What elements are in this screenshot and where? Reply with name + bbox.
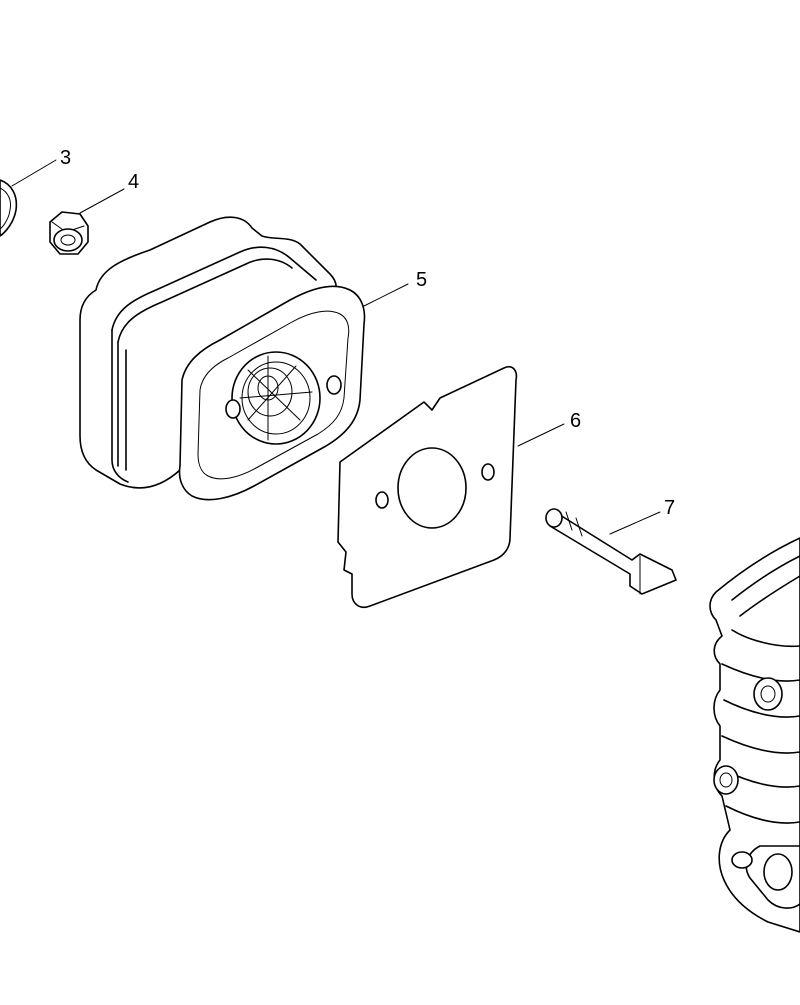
callout-5: 5 [416, 269, 428, 291]
part-3-screen [0, 159, 57, 237]
callout-6: 6 [570, 410, 582, 432]
callout-3: 3 [60, 147, 72, 169]
callout-4: 4 [128, 171, 140, 193]
part-7-stud [545, 508, 677, 595]
part-4-nut [49, 188, 125, 255]
callout-7: 7 [664, 497, 676, 519]
part-6-gasket [337, 365, 565, 609]
part-5-muffler [79, 216, 409, 501]
cylinder-assembly [709, 537, 800, 933]
